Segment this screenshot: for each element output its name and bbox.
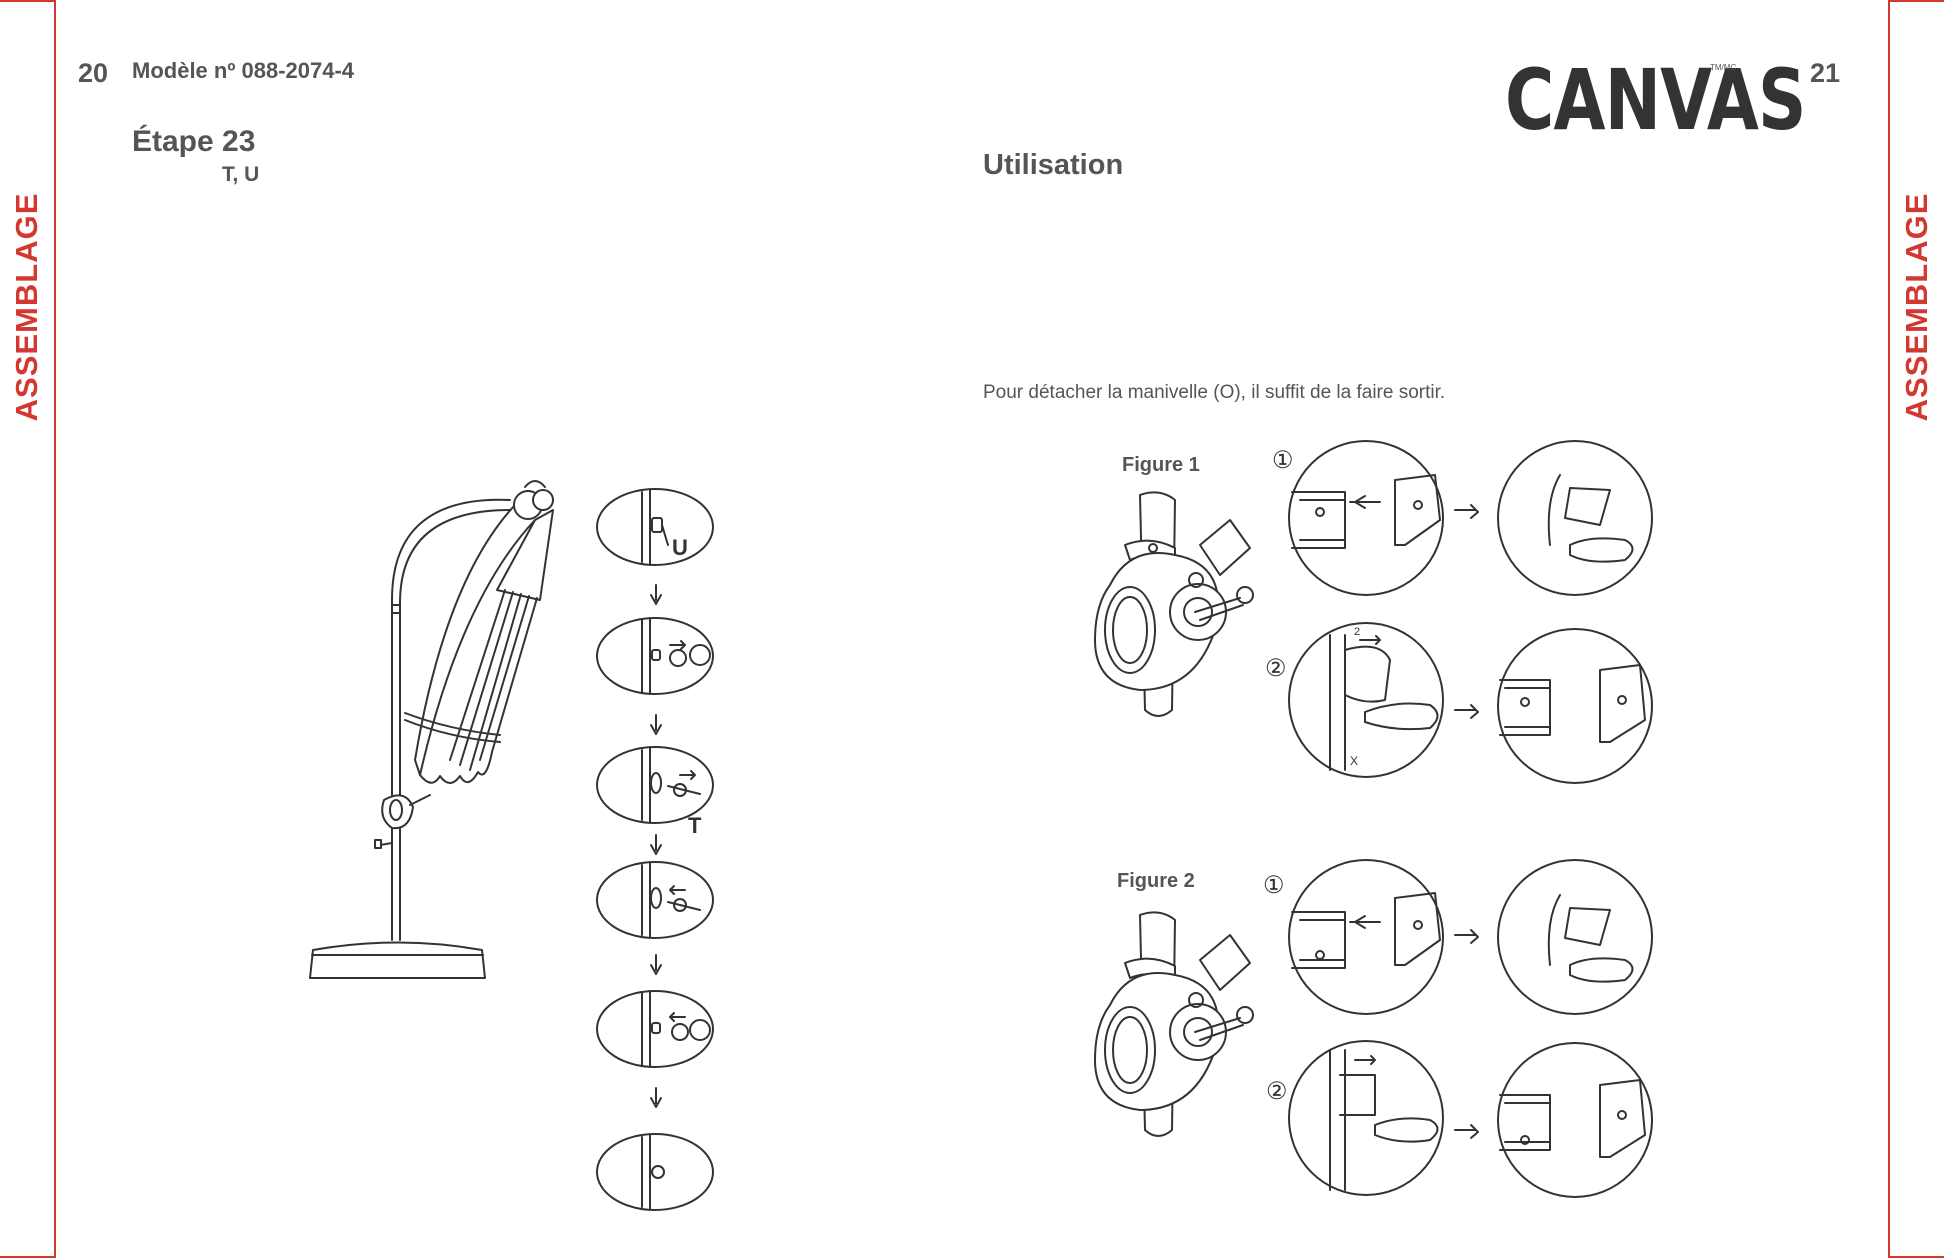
fig1-step1-marker: ① [1272,447,1294,474]
step-sequence [597,489,713,1210]
fig1-label-2: 2 [1354,626,1360,638]
figure1-diagram [1095,441,1652,783]
figure2-diagram [1095,860,1652,1197]
callout-t: T [688,813,702,838]
fig2-step2-marker: ② [1266,1078,1288,1105]
fig2-step1-marker: ① [1263,872,1285,899]
fig1-label-x: X [1350,754,1358,768]
umbrella-illustration [310,481,553,978]
fig1-step2-marker: ② [1265,655,1287,682]
callout-u: U [672,535,688,560]
